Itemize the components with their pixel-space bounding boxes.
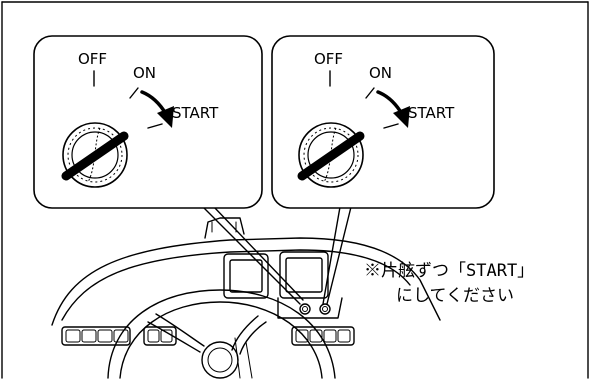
dash-vents-right: [291, 326, 355, 346]
ignition-switch-right-icon: [319, 303, 331, 315]
turn-arrow-icon: [376, 90, 410, 128]
on-label: ON: [369, 64, 392, 82]
callout-panel-left: OFF ON START: [33, 35, 263, 209]
turn-arrow-icon: [140, 90, 174, 128]
boat-dashboard-illustration: [51, 217, 441, 379]
instruction-note: ※片舷ずつ「START」 にしてください: [364, 261, 534, 306]
start-label: START: [172, 104, 219, 122]
callout-panel-right: OFF ON START: [271, 35, 495, 209]
ignition-key-cylinder-icon: [61, 122, 129, 188]
off-label: OFF: [314, 50, 343, 68]
note-line-2: にしてください: [396, 286, 514, 306]
off-label: OFF: [78, 50, 107, 68]
callout-leader-lines: [202, 206, 352, 305]
start-label: START: [408, 104, 455, 122]
ignition-key-cylinder-icon: [297, 122, 365, 188]
ignition-switch-left-icon: [299, 303, 311, 315]
note-line-1: ※片舷ずつ「START」: [364, 261, 534, 281]
dash-vents-left: [61, 326, 177, 346]
steering-wheel-icon: [107, 289, 336, 379]
on-label: ON: [133, 64, 156, 82]
